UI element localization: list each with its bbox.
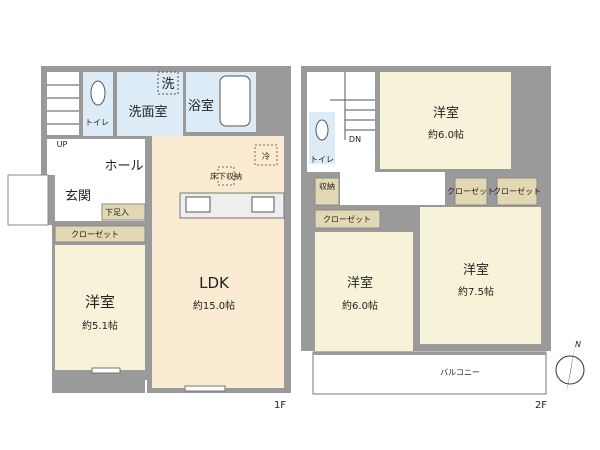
underfloor-storage <box>217 166 235 186</box>
label-western-1f: 洋室 <box>85 293 115 311</box>
label-western-2f-a: 洋室 <box>433 105 459 121</box>
label-western-2f-b: 洋室 <box>347 275 373 291</box>
label-ldk: LDK <box>199 274 230 292</box>
label-toilet-1f: トイレ <box>85 118 109 127</box>
floor-1: トイレ 洗面室 洗 浴室 ホール UP 玄関 下足入 クローゼット 洋室 約5.… <box>0 66 291 411</box>
floor-2: トイレ DN 収納 洋室 約6.0帖 クローゼット クローゼット クローゼット … <box>301 66 551 411</box>
stove-icon <box>251 196 275 213</box>
storage-2f <box>314 177 340 206</box>
western-room-2f-c <box>420 207 541 344</box>
toilet-icon <box>90 80 106 106</box>
closet-1f <box>54 225 146 243</box>
label-hall: ホール <box>104 159 143 174</box>
label-western-2f-c: 洋室 <box>463 262 489 278</box>
sink-icon <box>185 196 211 213</box>
bathtub-icon <box>219 75 251 127</box>
label-entrance: 玄関 <box>65 189 91 204</box>
western-room-2f-a <box>380 72 511 169</box>
label-up: UP <box>57 140 68 149</box>
closet-2f-a <box>454 177 488 206</box>
western-room-2f-b <box>315 232 413 355</box>
stairs-1f <box>47 72 79 135</box>
closet-2f-c <box>314 209 381 229</box>
north-arrow-icon: N <box>555 340 585 395</box>
size-western-2f-a: 約6.0帖 <box>428 128 464 141</box>
size-western-2f-c: 約7.5帖 <box>458 285 494 298</box>
label-washer: 洗 <box>161 77 174 92</box>
hall-2f <box>340 172 445 205</box>
label-closet-2f-a: クローゼット <box>447 186 495 196</box>
toilet-icon <box>315 119 329 141</box>
closet-2f-b <box>496 177 538 206</box>
label-shoe-storage: 下足入 <box>105 208 129 217</box>
label-fridge: 冷 <box>262 151 270 161</box>
shoe-storage <box>101 203 146 221</box>
compass-label: N <box>575 340 581 349</box>
label-washroom: 洗面室 <box>128 104 167 120</box>
label-storage-2f: 収納 <box>319 181 335 191</box>
size-ldk: 約15.0帖 <box>193 299 235 312</box>
western-room-1f <box>55 245 145 370</box>
label-balcony: バルコニー <box>440 368 480 377</box>
label-closet-2f-b: クローゼット <box>493 186 541 196</box>
size-western-2f-b: 約6.0帖 <box>342 299 378 312</box>
label-dn: DN <box>349 135 361 144</box>
label-toilet-2f: トイレ <box>310 155 334 164</box>
label-bath: 浴室 <box>188 98 214 114</box>
fridge-space <box>254 144 278 166</box>
label-underfloor: 床下収納 <box>210 171 242 181</box>
label-closet-1f: クローゼット <box>71 229 119 239</box>
hall <box>47 139 145 175</box>
floor-label-1f: 1F <box>274 400 286 411</box>
size-western-1f: 約5.1帖 <box>82 319 118 332</box>
washroom <box>117 72 183 136</box>
balcony <box>312 351 547 395</box>
label-closet-2f-c: クローゼット <box>323 214 371 224</box>
floor-label-2f: 2F <box>535 400 547 411</box>
